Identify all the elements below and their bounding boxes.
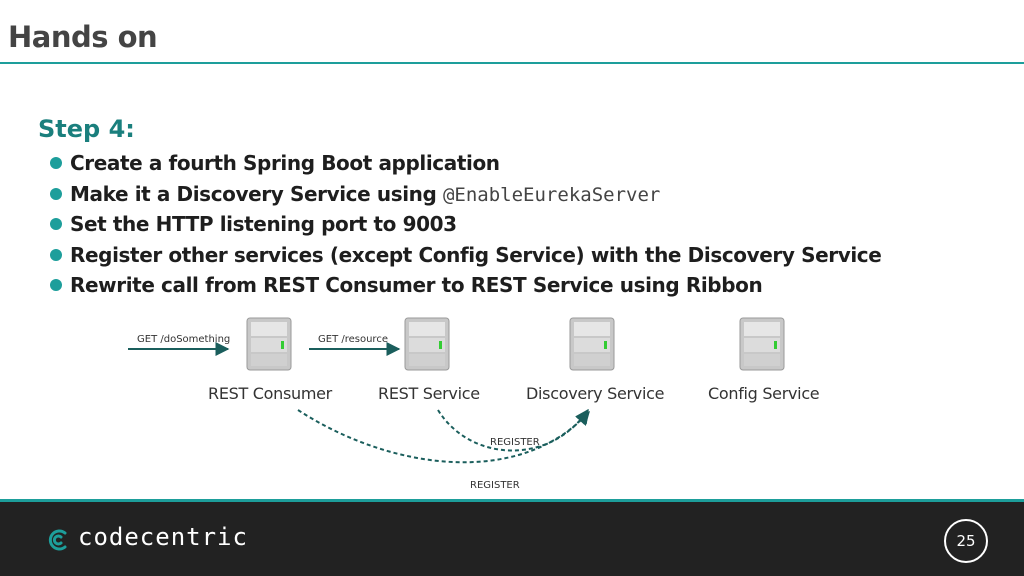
- server-icon: [739, 317, 785, 371]
- codecentric-logo-icon: [48, 529, 67, 551]
- bullet-item: Make it a Discovery Service using @Enabl…: [50, 179, 881, 210]
- bullet-item: Register other services (except Config S…: [50, 240, 882, 271]
- bullet-dot: [50, 218, 62, 230]
- footer-bar: codecentric 25: [0, 499, 1024, 576]
- server-icon: [404, 317, 450, 371]
- code-snippet: @EnableEurekaServer: [442, 183, 661, 206]
- bullet-text: Make it a Discovery Service using: [70, 181, 443, 206]
- register-label: REGISTER: [470, 480, 520, 491]
- bullet-dot: [50, 187, 62, 200]
- server-icon: [246, 317, 292, 371]
- bullet-text: Create a fourth Spring Boot application: [70, 151, 500, 175]
- register-arrow-service: [437, 408, 589, 452]
- bullet-item: Set the HTTP listening port to 9003: [50, 209, 881, 240]
- bullet-list: Create a fourth Spring Boot application …: [50, 148, 882, 301]
- server-label-rest-consumer: REST Consumer: [208, 384, 332, 403]
- bullet-text: Rewrite call from REST Consumer to REST …: [70, 273, 763, 297]
- request-label: GET /resource: [318, 334, 388, 345]
- bullet-text: Set the HTTP listening port to 9003: [70, 212, 457, 236]
- bullet-text: Register other services (except Config S…: [70, 242, 882, 267]
- bullet-dot: [50, 279, 62, 291]
- request-label: GET /doSomething: [137, 334, 231, 345]
- step-heading: Step 4:: [38, 115, 135, 143]
- server-label-rest-service: REST Service: [378, 384, 480, 403]
- bullet-dot: [50, 157, 62, 169]
- slide-title: Hands on: [8, 20, 158, 54]
- page-number-badge: 25: [944, 519, 988, 563]
- bullet-item: Rewrite call from REST Consumer to REST …: [50, 270, 881, 301]
- register-label: REGISTER: [490, 437, 540, 448]
- server-label-discovery-service: Discovery Service: [526, 384, 665, 403]
- server-label-config-service: Config Service: [708, 384, 820, 403]
- register-arrow-consumer: [297, 409, 590, 464]
- title-divider: [0, 62, 1024, 64]
- brand-name: codecentric: [78, 523, 248, 551]
- bullet-item: Create a fourth Spring Boot application: [50, 148, 881, 179]
- bullet-dot: [50, 248, 62, 261]
- server-icon: [569, 317, 615, 371]
- footer-divider: [0, 499, 1024, 502]
